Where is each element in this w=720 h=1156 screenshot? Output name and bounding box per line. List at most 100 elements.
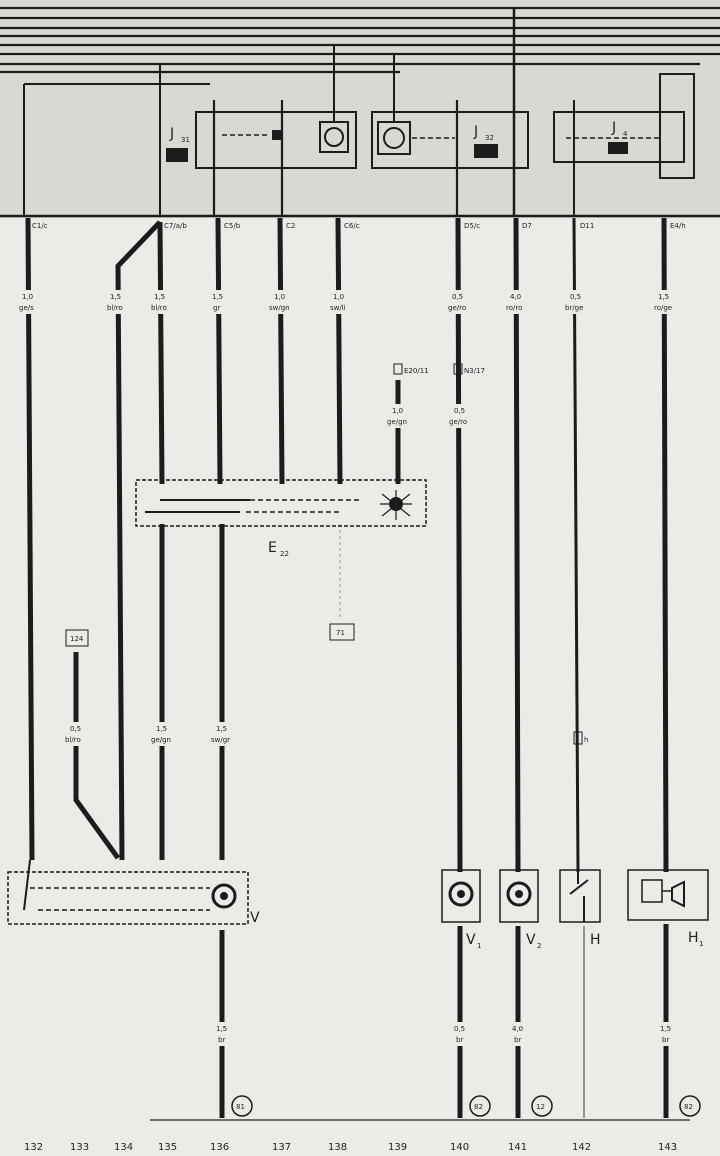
w140-color: ge/ro [448,304,466,312]
w140-gauge: 0,5 [452,293,463,301]
w132-gauge: 1,0 [22,293,33,301]
w132-color: ge/s [19,304,34,312]
ground-82a: 82 [474,1103,483,1111]
relay-j31: J 31 [166,100,357,216]
w141-term: D7 [522,222,532,230]
w137-gauge: 1,0 [274,293,285,301]
switch-e22-sub: 22 [280,550,289,558]
relay-j31-label: J [169,126,174,142]
motor-v2: V 2 [499,869,541,950]
upper-wire-labels: 1,0 ge/s 1,5 bl/ro 1,5 bl/ro 1,5 gr 1,0 … [18,290,678,314]
ground-points: 81 82 12 82 [231,1095,701,1117]
main-wires [25,217,669,1118]
relay-j32-sub: 32 [485,134,494,142]
ground-82b: 82 [684,1103,693,1111]
w140-mid-gauge: 0,5 [454,407,465,415]
col-142: 142 [572,1142,591,1153]
w138-term: C6/c [344,222,360,230]
g140-gauge: 0,5 [454,1025,465,1033]
horn-h1-label: H [688,930,699,946]
horn-h1: H 1 [627,869,709,948]
w134-gauge: 1,5 [110,293,121,301]
ref-e20: E20/11 [404,367,429,375]
bus-lines [0,6,720,74]
switch-h-label: H [590,932,601,948]
ref-n3: N3/17 [464,367,485,375]
lw136-gauge: 1,5 [216,725,227,733]
motor-v: V [7,859,260,926]
w142-color: br/ge [565,304,583,312]
relay-j4-label: J [611,120,616,136]
ref-71: 71 [336,629,345,637]
g140-color: br [456,1036,463,1044]
col-132: 132 [24,1142,43,1153]
w142-gauge: 0,5 [570,293,581,301]
col-137: 137 [272,1142,291,1153]
w139-gauge: 1,0 [392,407,403,415]
w135-term: C7/a/b [164,222,187,230]
col-140: 140 [450,1142,469,1153]
lw133-gauge: 0,5 [70,725,81,733]
w132-term: C1/c [32,222,48,230]
w136-term: C5/b [224,222,241,230]
switch-e22: E 22 [135,479,427,558]
w139-color: ge/gn [387,418,407,426]
w138-gauge: 1,0 [333,293,344,301]
g136-gauge: 1,5 [216,1025,227,1033]
switch-h: H [559,869,601,948]
relay-j4-sub: 4 [623,130,628,138]
relay-j4: J 4 [553,73,695,179]
w138-color: sw/li [330,304,346,312]
g136-color: br [218,1036,225,1044]
column-numbers: 132 133 134 135 136 137 138 139 140 141 … [24,1142,677,1153]
ground-12: 12 [536,1103,545,1111]
mid-references: E20/11 N3/17 1,0 ge/gn 0,5 ge/ro [386,363,485,428]
lw133-color: bl/ro [65,736,81,744]
w140-term: D5/c [464,222,480,230]
w143-color: ro/ge [654,304,672,312]
lw135-gauge: 1,5 [156,725,167,733]
w140-mid-color: ge/ro [449,418,467,426]
g143-gauge: 1,5 [660,1025,671,1033]
motor-v1: V 1 [441,869,481,950]
g143-color: br [662,1036,669,1044]
col-141: 141 [508,1142,527,1153]
w142-term: D11 [580,222,594,230]
col-143: 143 [658,1142,677,1153]
col-134: 134 [114,1142,133,1153]
horn-h1-sub: 1 [699,940,703,948]
w135-gauge: 1,5 [154,293,165,301]
ground-wire-labels: 1,5 br 0,5 br 4,0 br 1,5 br [210,1022,678,1046]
col-139: 139 [388,1142,407,1153]
motor-v1-label: V [466,932,476,948]
motor-v-label: V [250,910,260,926]
w143-gauge: 1,5 [658,293,669,301]
w135-color: bl/ro [151,304,167,312]
lw136-color: sw/gr [211,736,230,744]
w136-color: gr [213,304,220,312]
relay-j32-label: J [473,124,478,140]
w136-gauge: 1,5 [212,293,223,301]
lower-wire-labels: 0,5 bl/ro 1,5 ge/gn 1,5 sw/gr [64,722,234,746]
col-133: 133 [70,1142,89,1153]
ref-124: 124 [70,635,84,643]
w143-term: E4/h [670,222,686,230]
motor-v2-sub: 2 [537,942,541,950]
w137-term: C2 [286,222,295,230]
relay-j31-sub: 31 [181,136,190,144]
lw135-color: ge/gn [151,736,171,744]
g141-gauge: 4,0 [512,1025,523,1033]
col-138: 138 [328,1142,347,1153]
motor-v2-label: V [526,932,536,948]
g141-color: br [514,1036,521,1044]
w141-gauge: 4,0 [510,293,521,301]
w141-color: ro/ro [506,304,522,312]
ref-h: h [584,736,588,744]
relay-panel [0,0,720,218]
motor-v1-sub: 1 [477,942,481,950]
col-135: 135 [158,1142,177,1153]
w137-color: sw/gn [269,304,290,312]
switch-e22-label: E [268,540,277,556]
